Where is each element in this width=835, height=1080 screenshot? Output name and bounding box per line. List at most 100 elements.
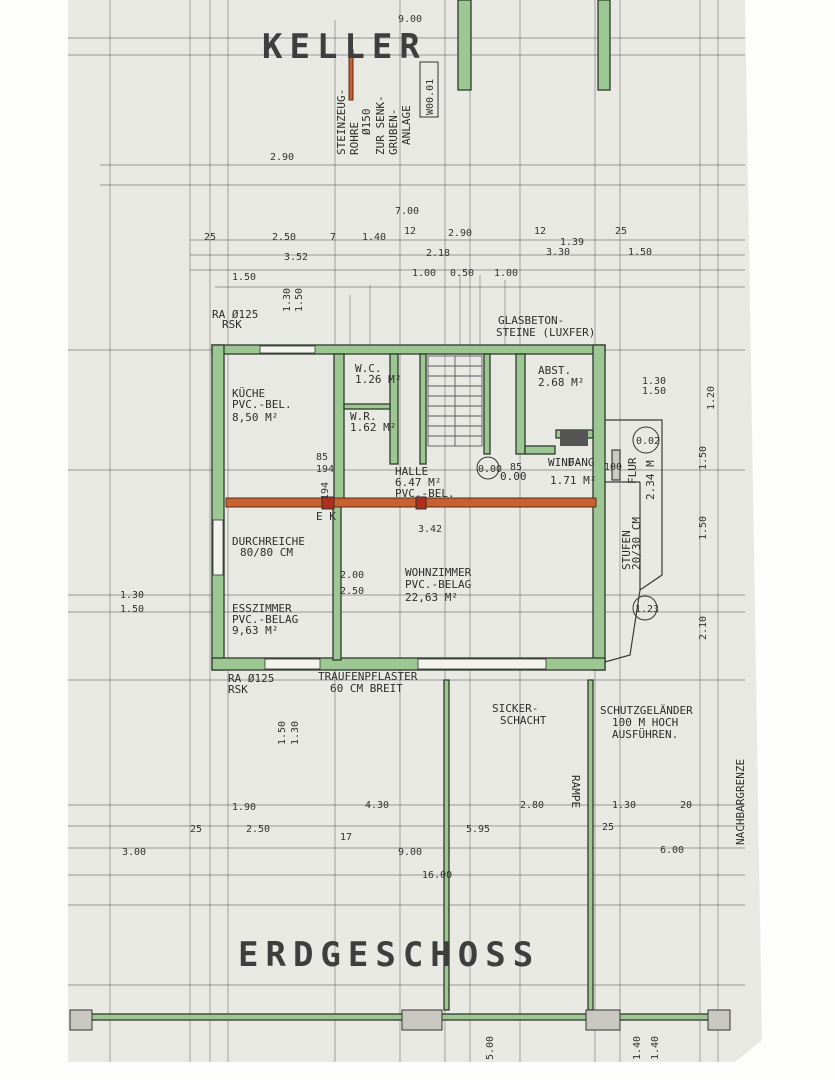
ground-floor-title: ERDGESCHOSS — [238, 935, 540, 975]
room-hall-floor: PVC.-BEL. — [395, 487, 455, 500]
svg-text:1.50: 1.50 — [232, 272, 256, 283]
svg-text:2.10: 2.10 — [698, 616, 709, 640]
svg-text:RA Ø125: RA Ø125 — [228, 672, 274, 685]
glass-note-1: GLASBETON- — [498, 314, 564, 327]
svg-text:1.50: 1.50 — [642, 386, 666, 397]
ramp-wall-left — [443, 679, 450, 1011]
level-ramp: 1.23 — [635, 604, 659, 615]
ramp-wall-right — [587, 679, 594, 1011]
svg-text:7.00: 7.00 — [395, 206, 419, 217]
room-kitchen-floor: PVC.-BEL. — [232, 398, 292, 411]
svg-text:25: 25 — [190, 824, 202, 835]
beam — [225, 497, 597, 508]
svg-text:3.00: 3.00 — [122, 847, 146, 858]
room-wc-area: 1.26 M² — [355, 373, 401, 386]
room-living-floor: PVC.-BELAG — [405, 578, 471, 591]
svg-text:1.50: 1.50 — [294, 288, 305, 312]
svg-text:ZUR SENK-: ZUR SENK- — [374, 95, 387, 155]
svg-text:1.30: 1.30 — [642, 376, 666, 387]
basement-wall-2 — [597, 0, 611, 91]
svg-text:TRAUFENPFLASTER: TRAUFENPFLASTER — [318, 670, 418, 683]
wall-stair-west — [419, 353, 427, 465]
svg-text:25: 25 — [602, 822, 614, 833]
svg-text:2.50: 2.50 — [246, 824, 270, 835]
hatch-note-2: 80/80 CM — [240, 546, 293, 559]
room-wind-area: 1.71 M² — [550, 474, 596, 487]
svg-text:12: 12 — [534, 226, 546, 237]
room-dining-floor: PVC.-BELAG — [232, 613, 298, 626]
svg-text:2.34 M: 2.34 M — [644, 460, 657, 500]
svg-text:1.00: 1.00 — [494, 268, 518, 279]
svg-text:1.90: 1.90 — [232, 802, 256, 813]
svg-text:2.80: 2.80 — [520, 800, 544, 811]
svg-text:RSK: RSK — [228, 683, 248, 696]
svg-text:1.50: 1.50 — [277, 721, 288, 745]
svg-text:60 CM BREIT: 60 CM BREIT — [330, 682, 403, 695]
svg-text:ANLAGE: ANLAGE — [400, 105, 413, 145]
basement-pipe — [348, 49, 354, 101]
svg-text:2.50: 2.50 — [272, 232, 296, 243]
svg-text:194: 194 — [320, 482, 331, 500]
room-storage-area: 2.68 M² — [538, 376, 584, 389]
wall-storage-south — [524, 445, 556, 455]
svg-text:5.00: 5.00 — [485, 1036, 496, 1060]
foundation-strip — [69, 1009, 731, 1031]
wall-kitchen-east — [333, 353, 345, 500]
wall-wc-east — [389, 353, 399, 465]
svg-text:4.30: 4.30 — [365, 800, 389, 811]
level-hall: 0.00 — [478, 464, 502, 475]
wall-stair-east — [483, 353, 491, 455]
construction-lines — [68, 0, 745, 1062]
svg-text:12: 12 — [404, 226, 416, 237]
wall-living-west — [332, 504, 342, 661]
svg-text:1.50: 1.50 — [120, 604, 144, 615]
column — [321, 496, 335, 510]
level-porch: 0.02 — [636, 436, 660, 447]
svg-text:1.40: 1.40 — [632, 1036, 643, 1060]
svg-text:9.00: 9.00 — [398, 847, 422, 858]
svg-text:STUFEN: STUFEN — [620, 530, 633, 570]
svg-text:0.50: 0.50 — [450, 268, 474, 279]
room-wind-name: WIND- — [548, 456, 581, 469]
wall-west — [211, 344, 225, 671]
window-south-2 — [417, 658, 547, 670]
ground-floor: 0.00 0.02 1.23 — [211, 344, 663, 1011]
svg-text:1.40: 1.40 — [650, 1036, 661, 1060]
svg-text:SICKER-: SICKER- — [492, 702, 538, 715]
svg-text:RSK: RSK — [222, 318, 242, 331]
wall-wc-split — [343, 403, 391, 410]
room-living-name: WOHNZIMMER — [405, 566, 472, 579]
svg-text:2.18: 2.18 — [426, 248, 450, 259]
svg-text:3.30: 3.30 — [546, 247, 570, 258]
room-storage-name: ABST. — [538, 364, 571, 377]
svg-text:NACHBARGRENZE: NACHBARGRENZE — [734, 759, 747, 845]
svg-text:20: 20 — [680, 800, 692, 811]
svg-text:ROHRE: ROHRE — [348, 122, 361, 155]
level-marker-ramp — [632, 595, 658, 621]
room-wind-name-2: FANG — [568, 456, 595, 469]
svg-text:SCHACHT: SCHACHT — [500, 714, 547, 727]
wall-stub — [560, 430, 588, 446]
svg-text:AUSFÜHREN.: AUSFÜHREN. — [612, 728, 678, 741]
svg-text:1.40: 1.40 — [362, 232, 386, 243]
svg-text:7: 7 — [330, 232, 336, 243]
svg-text:GRUBEN-: GRUBEN- — [387, 109, 400, 155]
basement-pipe-note: STEINZEUG- ROHRE Ø150 ZUR SENK- GRUBEN- … — [335, 89, 413, 155]
svg-text:16.00: 16.00 — [422, 870, 452, 881]
window-south-1 — [264, 658, 321, 670]
svg-text:1.20: 1.20 — [706, 386, 717, 410]
dimensions-top: 7.00 25 2.50 7 1.40 12 2.90 12 1.39 25 3… — [204, 206, 652, 312]
svg-text:1.50: 1.50 — [698, 516, 709, 540]
window-kitchen — [259, 345, 316, 354]
level-marker-hall — [476, 456, 500, 480]
basement-title: KELLER — [262, 27, 427, 67]
svg-text:100 M HOCH: 100 M HOCH — [612, 716, 678, 729]
wall-storage-west — [515, 353, 526, 455]
basement-dim: 2.90 — [270, 152, 294, 163]
dimensions-bottom: 1.90 4.30 2.80 1.30 20 25 2.50 17 5.95 2… — [122, 800, 692, 1060]
svg-text:194: 194 — [316, 464, 334, 475]
svg-text:RAMPE: RAMPE — [569, 775, 582, 808]
svg-text:6.00: 6.00 — [660, 845, 684, 856]
room-kitchen-name: KÜCHE — [232, 387, 265, 400]
